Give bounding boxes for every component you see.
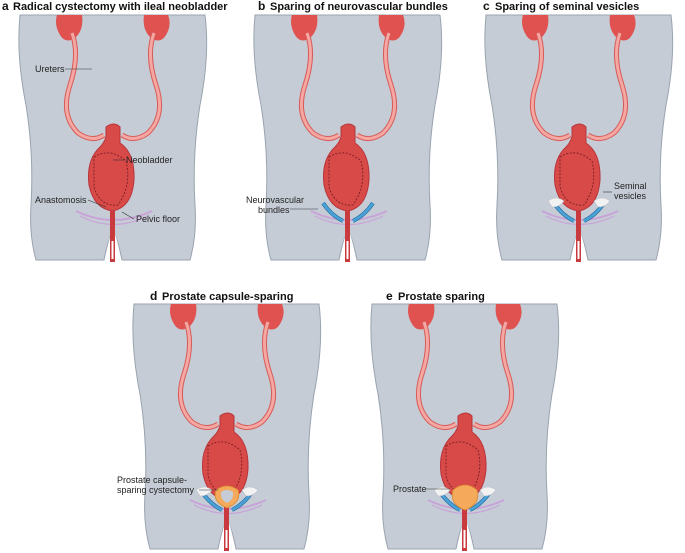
panel-d: d Prostate capsule-sparing Prostate caps… bbox=[117, 289, 321, 551]
label-seminal-1: Seminal bbox=[614, 181, 647, 191]
label-seminal-2: vesicles bbox=[614, 191, 647, 201]
panel-e: e Prostate sparing Prostate bbox=[371, 289, 559, 551]
label-neobladder: Neobladder bbox=[126, 155, 173, 165]
anatomy-a bbox=[19, 15, 207, 262]
label-capsule-1: Prostate capsule- bbox=[117, 475, 187, 485]
panel-title-b: Sparing of neurovascular bundles bbox=[270, 1, 448, 13]
panel-title-c: Sparing of seminal vesicles bbox=[495, 1, 639, 13]
label-prostate: Prostate bbox=[393, 484, 427, 494]
leader-anastomosis bbox=[87, 199, 107, 208]
panel-letter-c: c bbox=[483, 0, 490, 13]
label-neurovascular-2: bundles bbox=[258, 205, 290, 215]
panel-letter-b: b bbox=[258, 0, 265, 13]
label-anastomosis: Anastomosis bbox=[35, 195, 87, 205]
anatomy-c bbox=[485, 15, 673, 262]
label-neurovascular-1: Neurovascular bbox=[246, 195, 304, 205]
anatomy-d bbox=[133, 304, 321, 551]
panel-letter-e: e bbox=[386, 289, 393, 303]
label-ureters: Ureters bbox=[35, 64, 65, 74]
anatomy-e bbox=[371, 304, 559, 551]
panel-a: a Radical cystectomy with ileal neobladd… bbox=[2, 0, 228, 262]
panel-title-d: Prostate capsule-sparing bbox=[162, 291, 293, 303]
panel-c: c Sparing of seminal vesicles Seminal ve… bbox=[483, 0, 673, 262]
label-capsule-2: sparing cystectomy bbox=[117, 485, 195, 495]
anatomy-b bbox=[254, 15, 442, 262]
panel-title-e: Prostate sparing bbox=[398, 291, 485, 303]
panel-letter-d: d bbox=[150, 289, 157, 303]
panel-b: b Sparing of neurovascular bundles Neuro… bbox=[246, 0, 448, 262]
leader-pelvic-floor bbox=[121, 211, 135, 220]
label-pelvic-floor: Pelvic floor bbox=[136, 214, 180, 224]
panel-letter-a: a bbox=[2, 0, 9, 13]
panel-title-a: Radical cystectomy with ileal neobladder bbox=[13, 1, 228, 13]
